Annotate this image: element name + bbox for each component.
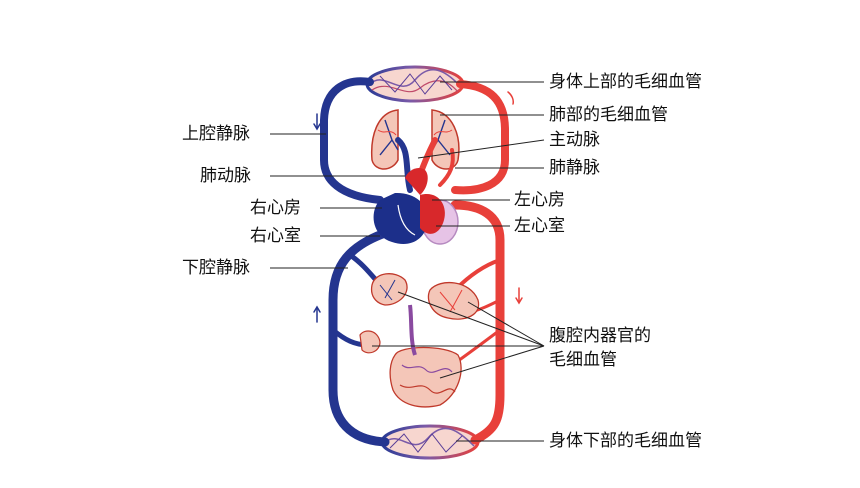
label-lung-capillaries: 肺部的毛细血管 xyxy=(549,105,668,125)
label-right-atrium: 右心房 xyxy=(250,198,301,218)
label-abdominal-line2: 毛细血管 xyxy=(549,350,617,370)
upper-capillary-bed xyxy=(365,65,465,103)
lower-capillary-bed xyxy=(380,424,480,460)
label-left-ventricle: 左心室 xyxy=(514,216,565,236)
label-left-atrium: 左心房 xyxy=(514,190,565,210)
label-inferior-vena-cava: 下腔静脉 xyxy=(182,258,250,278)
label-superior-vena-cava: 上腔静脉 xyxy=(182,124,250,144)
label-right-ventricle: 右心室 xyxy=(250,226,301,246)
lungs xyxy=(370,109,460,170)
label-pulmonary-artery: 肺动脉 xyxy=(200,166,251,186)
label-upper-body-capillaries: 身体上部的毛细血管 xyxy=(549,72,702,92)
abdominal-organs xyxy=(359,273,480,408)
flow-arrows xyxy=(313,91,523,323)
label-lower-body-capillaries: 身体下部的毛细血管 xyxy=(549,431,702,451)
label-abdominal-capillaries: 腹腔内器官的 毛细血管 xyxy=(549,324,651,372)
label-abdominal-line1: 腹腔内器官的 xyxy=(549,326,651,346)
heart xyxy=(373,167,459,245)
leader-lines xyxy=(270,81,545,442)
label-aorta: 主动脉 xyxy=(549,130,600,150)
label-pulmonary-vein: 肺静脉 xyxy=(549,158,600,178)
